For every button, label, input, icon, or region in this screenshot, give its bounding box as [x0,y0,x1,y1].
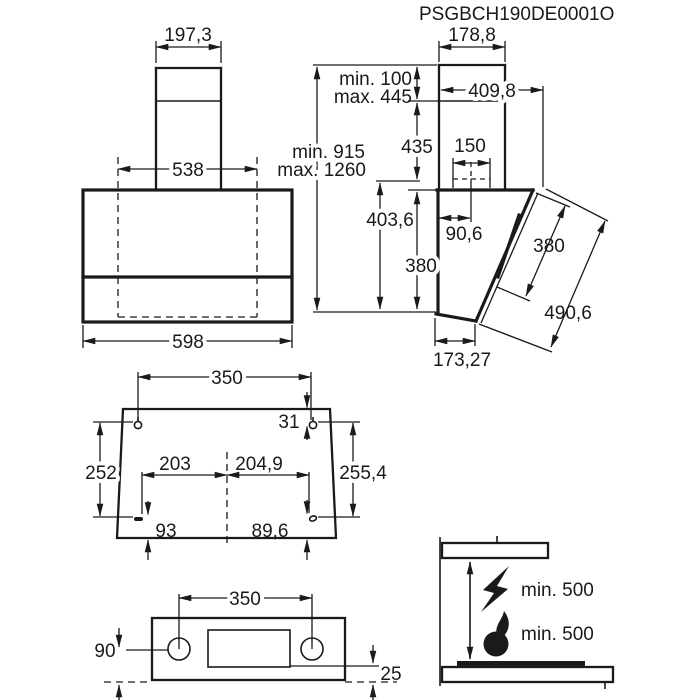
cooktop-surface [457,661,585,667]
dim-chimney-width: 197,3 [155,25,222,63]
dim-duct-width: 150 [450,132,491,167]
dim-chimney-minmax: min. 100 max. 445 [313,64,438,108]
dim-bracket-width: 538 [117,156,258,185]
dim-bracket-width-label: 538 [172,160,204,181]
dim-bottom-left-offset-label: 90 [94,641,115,662]
dim-right-hole-spacing: 255,4 [318,421,391,518]
dim-total-depth-label: 409,8 [468,81,516,102]
electric-hob-clearance-label: min. 500 [521,580,594,601]
dim-chimney-max-label: max. 445 [334,87,412,108]
dim-bottom-hole-span: 350 [178,585,313,641]
lower-left-hole [134,517,143,521]
front-view: 197,3 538 598 [81,25,294,357]
dim-glass-length-label: 490,6 [544,303,592,324]
dim-chimney-depth-label: 178,8 [448,25,496,46]
dim-left-hole-center-label: 203 [159,454,191,475]
flame-icon [483,611,509,657]
dim-left-hole-spacing-label: 252 [85,463,117,484]
dim-total-minmax: min. 915 max. 1260 [273,66,436,313]
dim-left-hole-center: 203 [141,454,228,514]
dim-glass-inner-label: 380 [533,236,565,257]
dim-right-bottom-offset: 89,6 [252,500,311,560]
dim-glass-length: 490,6 [478,188,609,353]
mounting-plate-outline [115,407,338,548]
dim-total-max-label: max. 1260 [277,160,366,181]
dim-chimney-min-label: min. 100 [339,69,412,90]
dim-duct-width-label: 150 [454,136,486,157]
bottom-panel-outline [104,616,397,683]
dim-body-height-label: 380 [405,256,437,277]
dim-bottom-right-offset-label: 25 [380,664,401,685]
dim-chimney-depth: 178,8 [438,25,506,62]
dim-duct-offset: 90,6 [438,179,483,245]
clearance-outline [439,536,615,689]
lower-right-hole [308,515,318,522]
dim-left-bottom-offset: 93 [144,501,177,560]
dim-right-hole-center-label: 204,9 [235,454,283,475]
gas-hob-clearance-label: min. 500 [521,624,594,645]
drawing-title: PSGBCH190DE0001O [419,4,614,25]
lightning-icon [481,566,509,612]
dim-bottom-depth-label: 173,27 [433,350,491,371]
dim-hole-edge-offset: 31 [278,392,311,440]
dim-body-height: 380 [401,189,441,310]
dim-top-hole-span-label: 350 [211,368,243,389]
dim-left-bottom-offset-label: 93 [155,521,176,542]
dim-bottom-depth: 173,27 [433,318,491,371]
dim-lower-chimney-height-label: 435 [401,137,433,158]
bottom-view: 350 90 25 [94,585,402,700]
dim-lower-chimney-height: 435 [376,102,437,182]
dim-top-hole-span: 350 [137,364,312,420]
dim-bottom-left-offset: 90 [94,628,168,700]
dim-chimney-width-label: 197,3 [164,25,212,46]
dim-right-hole-spacing-label: 255,4 [339,463,387,484]
dim-left-hole-spacing: 252 [81,421,133,518]
dim-total-depth: 409,8 [440,77,544,187]
dim-body-width-label: 598 [172,332,204,353]
dim-body-width: 598 [82,325,293,357]
dim-height-to-duct-label: 403,6 [366,210,414,231]
dim-bottom-right-offset: 25 [290,645,402,700]
dim-duct-offset-label: 90,6 [446,224,483,245]
dim-bottom-hole-span-label: 350 [229,589,261,610]
mounting-view: 350 31 252 255,4 203 204,9 [81,364,391,560]
side-view: 178,8 min. 100 max. 445 409,8 435 150 90… [273,25,609,371]
dim-height-to-duct: 403,6 [362,182,418,310]
dim-right-bottom-offset-label: 89,6 [252,521,289,542]
dim-total-min-label: min. 915 [292,142,365,163]
clearance-view: min. 500 min. 500 [439,536,615,689]
dim-hole-edge-offset-label: 31 [278,412,299,433]
front-view-outline [81,66,294,324]
